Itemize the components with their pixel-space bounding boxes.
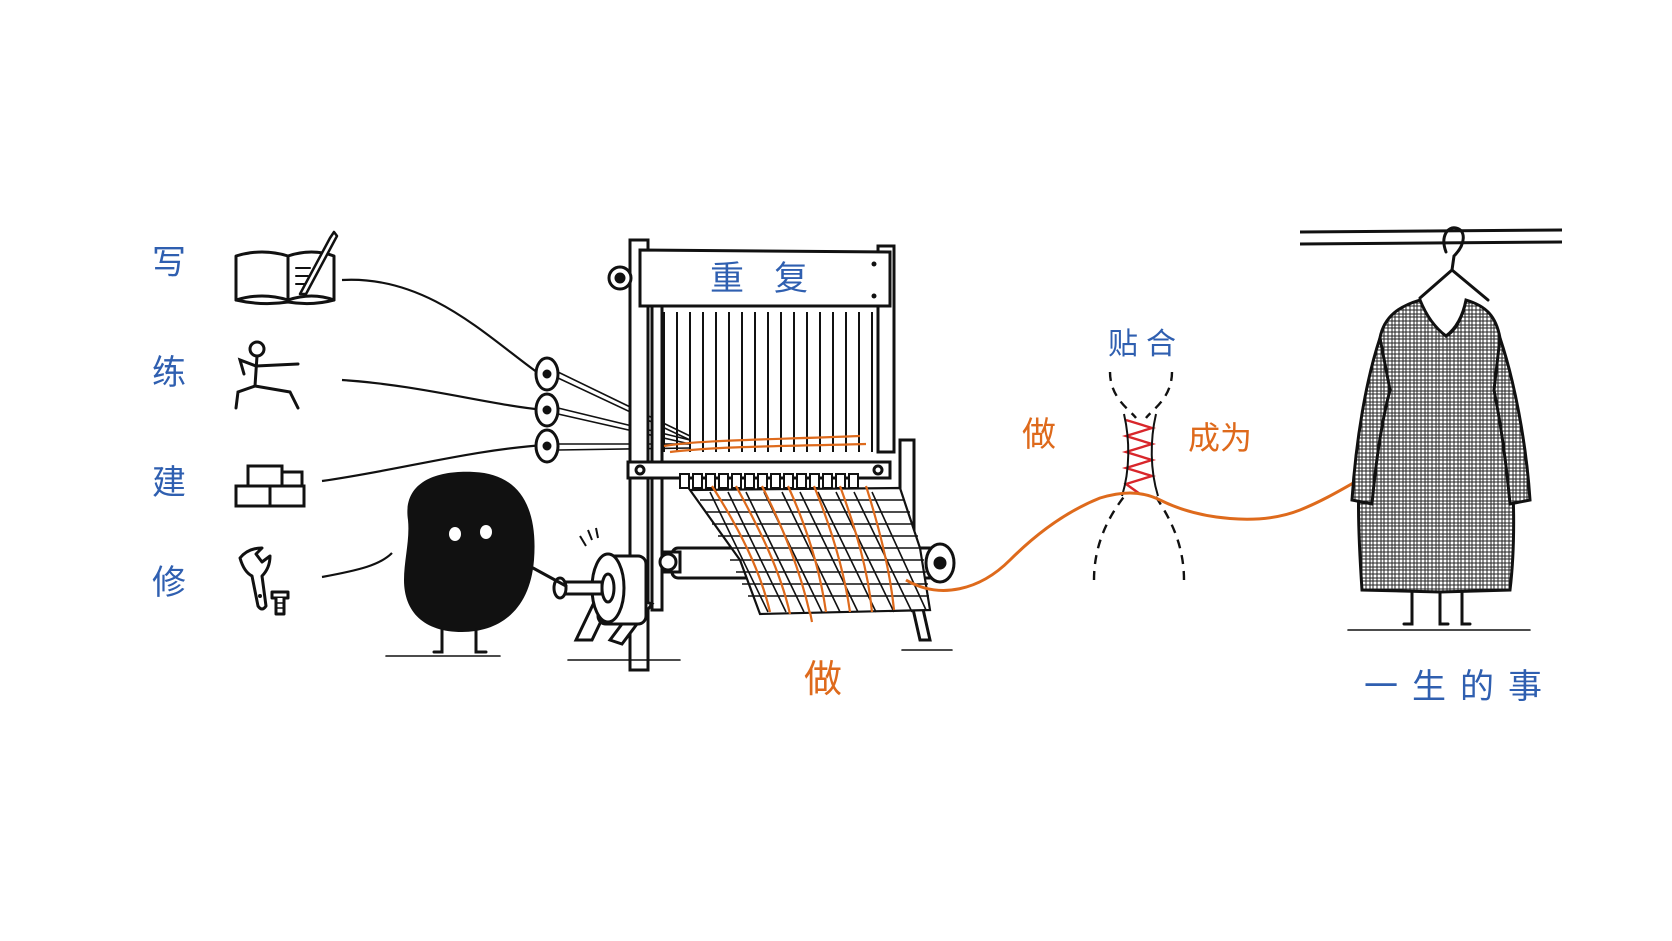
stick-figure-icon — [234, 340, 300, 410]
junction-dashed-curves — [1092, 371, 1186, 581]
activity-label-train: 练 — [152, 353, 186, 393]
notebook-pen-icon — [234, 230, 339, 306]
activity-connector-lines — [321, 278, 546, 579]
loom-crank — [552, 527, 682, 646]
coat-legs — [1347, 590, 1531, 631]
activity-label-write: 写 — [152, 243, 186, 283]
junction-outline-left — [1121, 413, 1130, 497]
junction-top-label: 贴合 — [1108, 327, 1184, 362]
loom-frame-label: 重复 — [710, 259, 838, 299]
blob-character — [385, 471, 953, 661]
loom — [534, 238, 956, 672]
loom-orange-threads — [663, 434, 896, 623]
activity-label-repair: 修 — [152, 563, 186, 603]
junction — [1092, 371, 1186, 581]
loom-warp-threads — [663, 312, 873, 452]
wrench-screw-icon — [238, 546, 290, 616]
coat-sleeve-right — [1492, 337, 1532, 506]
loom-pulley-strings — [557, 371, 691, 451]
bricks-icon — [234, 464, 306, 508]
activity-label-build: 建 — [152, 463, 186, 503]
coat-sleeve-left — [1350, 332, 1392, 506]
loom-woven-cloth — [687, 486, 932, 616]
junction-left-label: 做 — [1022, 415, 1056, 455]
loom-pulleys — [534, 356, 560, 464]
garment-label: 一生的事 — [1364, 667, 1556, 707]
hanger-icon — [1418, 226, 1490, 302]
junction-outline-right — [1150, 413, 1159, 497]
life-thread — [905, 458, 1401, 592]
clothes-rail — [1299, 228, 1563, 246]
junction-zigzag — [1121, 418, 1157, 495]
loom-weave-label: 做 — [804, 657, 843, 701]
junction-right-label: 成为 — [1188, 419, 1253, 457]
coat-collar — [1418, 299, 1468, 338]
garment — [1299, 226, 1563, 631]
